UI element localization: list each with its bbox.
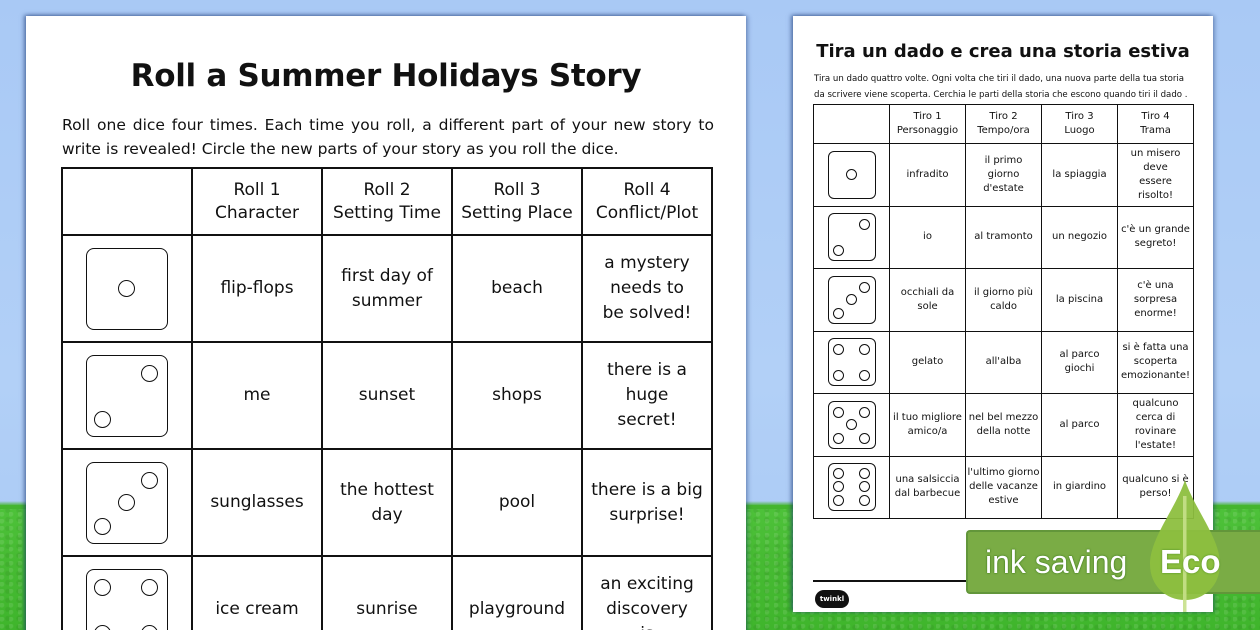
cell-place: playground xyxy=(451,555,583,630)
worksheet-title: Tira un dado e crea una storia estiva xyxy=(816,41,1190,62)
cell-place: pool xyxy=(451,448,583,557)
cell-plot: c'è una sorpresa enorme! xyxy=(1117,268,1194,332)
cell-place: la piscina xyxy=(1041,268,1118,332)
table-row: flip-flops first day of summer beach a m… xyxy=(61,234,713,343)
ink-saving-label: ink saving xyxy=(985,544,1128,580)
cell-character: io xyxy=(889,205,966,269)
cell-time: sunrise xyxy=(321,555,453,630)
cell-character: infradito xyxy=(889,143,966,207)
table-row: una salsiccia dal barbecue l'ultimo gior… xyxy=(813,455,1194,519)
cell-place: al parco giochi xyxy=(1041,330,1118,394)
cell-plot: si è fatta una scoperta emozionante! xyxy=(1117,330,1194,394)
eco-leaf-icon xyxy=(1150,480,1220,612)
worksheet-title: Roll a Summer Holidays Story xyxy=(130,58,642,94)
twinkl-logo: twinkl xyxy=(815,590,849,608)
cell-character: una salsiccia dal barbecue xyxy=(889,455,966,519)
cell-plot: un misero deve essere risolto! xyxy=(1117,143,1194,207)
table-row: occhiali da sole il giorno più caldo la … xyxy=(813,268,1194,332)
table-row: io al tramonto un negozio c'è un grande … xyxy=(813,205,1194,269)
table-row: me sunset shops there is a huge secret! xyxy=(61,341,713,450)
cell-place: la spiaggia xyxy=(1041,143,1118,207)
header-empty xyxy=(813,104,890,144)
italian-worksheet-page: Tira un dado e crea una storia estiva Ti… xyxy=(793,16,1213,612)
cell-time: al tramonto xyxy=(965,205,1042,269)
cell-character: flip-flops xyxy=(191,234,323,343)
cell-time: first day of summer xyxy=(321,234,453,343)
cell-place: al parco xyxy=(1041,393,1118,457)
header-empty xyxy=(61,167,193,236)
cell-plot: there is a big surprise! xyxy=(581,448,713,557)
cell-character: il tuo migliore amico/a xyxy=(889,393,966,457)
die-face-2-icon xyxy=(86,354,168,437)
cell-character: me xyxy=(191,341,323,450)
cell-place: beach xyxy=(451,234,583,343)
cell-place: un negozio xyxy=(1041,205,1118,269)
die-face-1-icon xyxy=(827,150,876,199)
cell-plot: qualcuno cerca di rovinare l'estate! xyxy=(1117,393,1194,457)
die-face-5-icon xyxy=(827,400,876,449)
cell-plot: a mystery needs to be solved! xyxy=(581,234,713,343)
cell-time: l'ultimo giorno delle vacanze estive xyxy=(965,455,1042,519)
cell-place: in giardino xyxy=(1041,455,1118,519)
cell-character: gelato xyxy=(889,330,966,394)
cell-character: sunglasses xyxy=(191,448,323,557)
cell-time: the hottest day xyxy=(321,448,453,557)
die-face-4-icon xyxy=(827,338,876,387)
eco-label: Eco xyxy=(1160,543,1221,580)
cell-character: occhiali da sole xyxy=(889,268,966,332)
cell-time: il primo giorno d'estate xyxy=(965,143,1042,207)
worksheet-instructions: Roll one dice four times. Each time you … xyxy=(62,116,714,158)
cell-time: sunset xyxy=(321,341,453,450)
table-row: il tuo migliore amico/a nel bel mezzo de… xyxy=(813,393,1194,457)
die-face-3-icon xyxy=(827,275,876,324)
signature-line xyxy=(813,580,981,582)
cell-place: shops xyxy=(451,341,583,450)
table-row: ice cream sunrise playground an exciting… xyxy=(61,555,713,630)
table-row: sunglasses the hottest day pool there is… xyxy=(61,448,713,557)
die-face-4-icon xyxy=(86,568,168,630)
cell-plot: there is a huge secret! xyxy=(581,341,713,450)
cell-time: all'alba xyxy=(965,330,1042,394)
cell-plot: an exciting discovery is xyxy=(581,555,713,630)
die-face-2-icon xyxy=(827,213,876,262)
cell-character: ice cream xyxy=(191,555,323,630)
die-face-1-icon xyxy=(86,247,168,330)
die-face-3-icon xyxy=(86,461,168,544)
cell-plot: c'è un grande segreto! xyxy=(1117,205,1194,269)
table-row: gelato all'alba al parco giochi si è fat… xyxy=(813,330,1194,394)
die-face-6-icon xyxy=(827,463,876,512)
cell-time: nel bel mezzo della notte xyxy=(965,393,1042,457)
cell-time: il giorno più caldo xyxy=(965,268,1042,332)
worksheet-instructions: Tira un dado quattro volte. Ogni volta c… xyxy=(814,74,1188,100)
table-row: infradito il primo giorno d'estate la sp… xyxy=(813,143,1194,207)
english-worksheet-page: Roll a Summer Holidays Story Roll one di… xyxy=(26,16,746,630)
